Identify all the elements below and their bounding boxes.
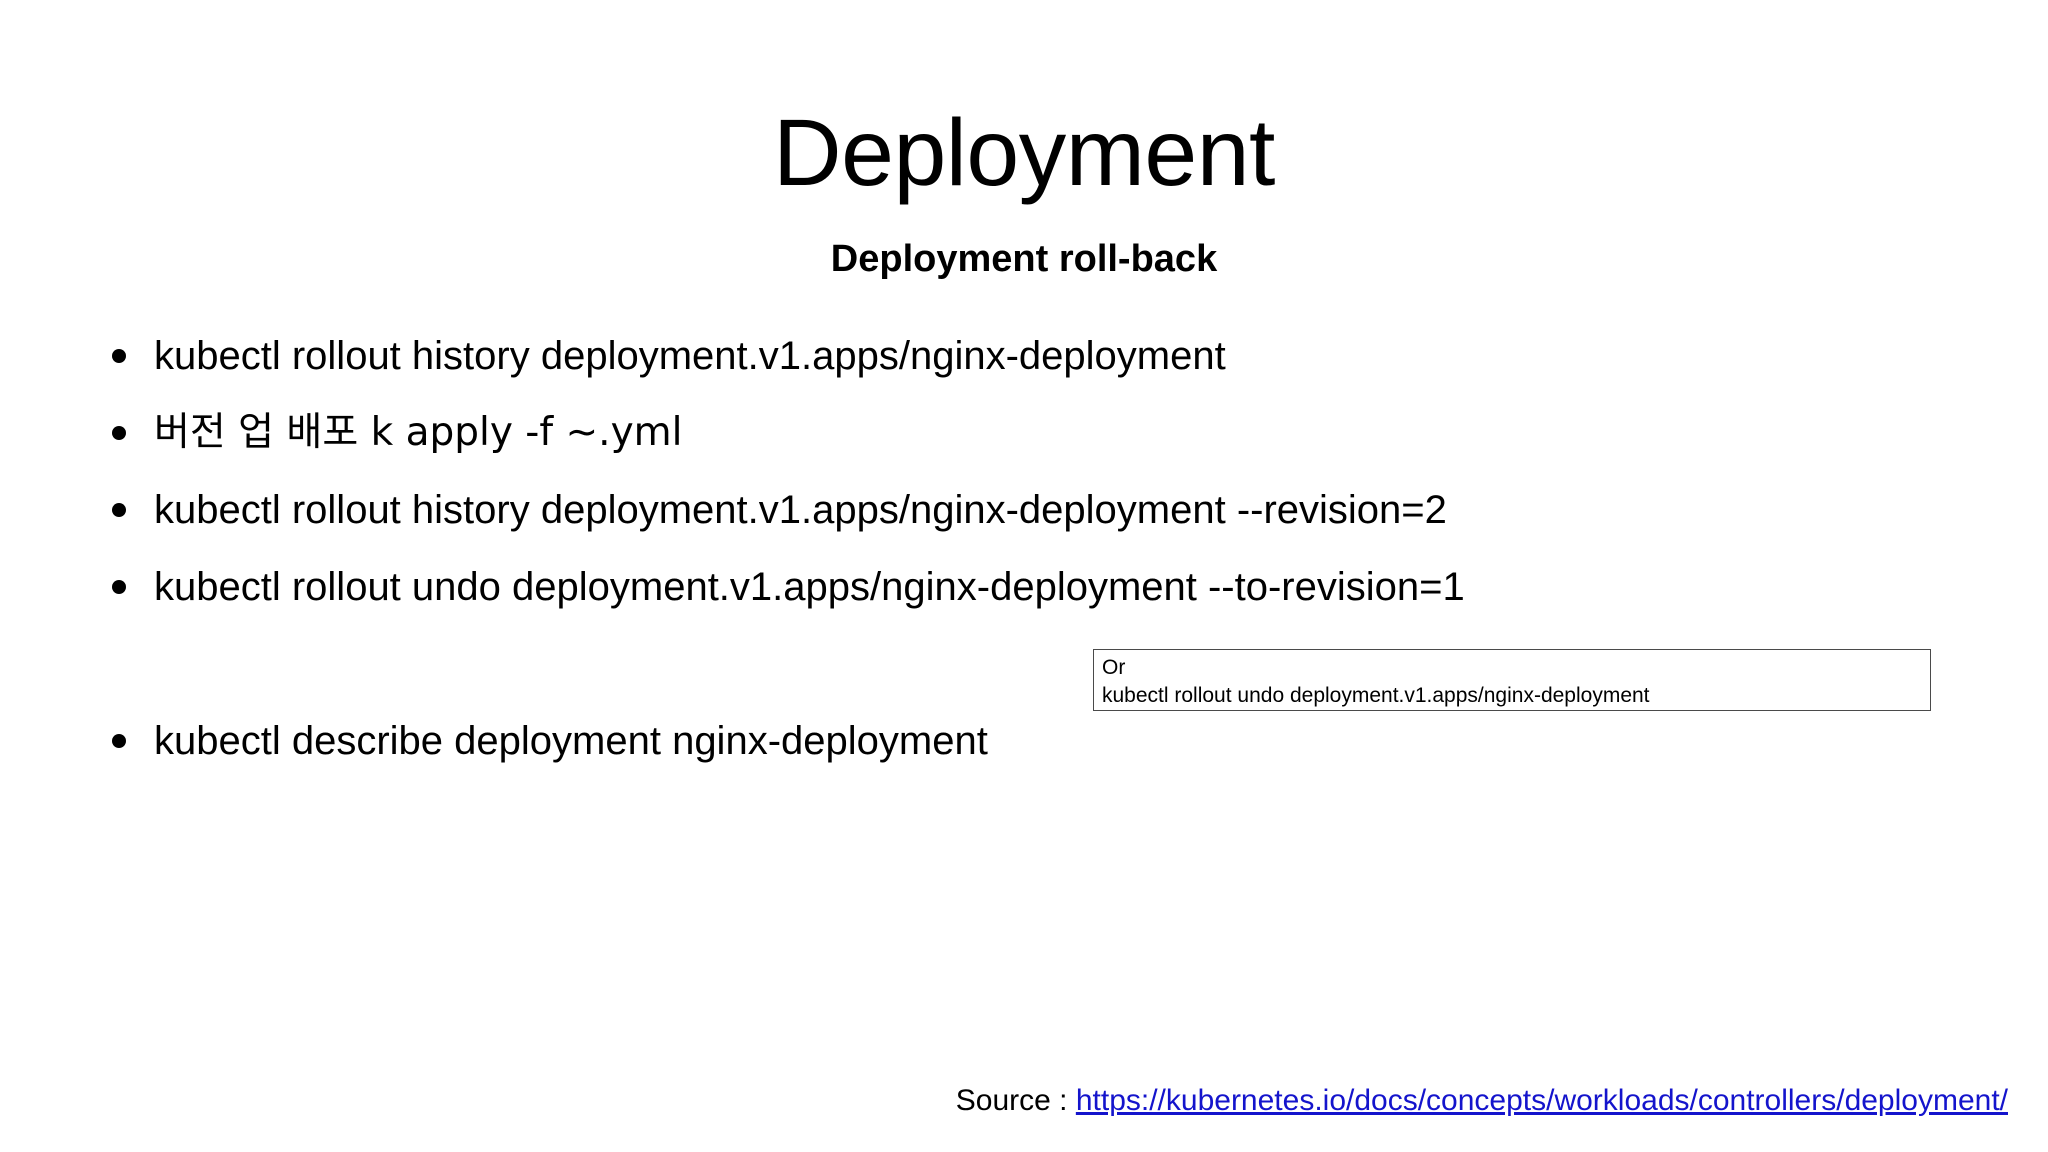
page-title: Deployment bbox=[773, 99, 1275, 206]
list-item-label: kubectl rollout history deployment.v1.ap… bbox=[154, 334, 1226, 378]
callout-box: Or kubectl rollout undo deployment.v1.ap… bbox=[1093, 649, 1931, 711]
list-item: kubectl rollout history deployment.v1.ap… bbox=[108, 330, 1968, 407]
bullet-point-icon bbox=[108, 561, 154, 613]
list-item: kubectl rollout history deployment.v1.ap… bbox=[108, 484, 1968, 561]
bullet-list: kubectl rollout history deployment.v1.ap… bbox=[108, 330, 1968, 792]
list-item-label: 버전 업 배포 k apply -f ~.yml bbox=[154, 410, 683, 455]
source-label: Source : bbox=[955, 1084, 1076, 1117]
list-item-label: kubectl describe deployment nginx-deploy… bbox=[154, 719, 988, 763]
list-item: kubectl rollout undo deployment.v1.apps/… bbox=[108, 561, 1968, 638]
bullet-point-icon bbox=[108, 330, 154, 382]
bullet-point-icon bbox=[108, 715, 154, 767]
source-footer: Source : https://kubernetes.io/docs/conc… bbox=[956, 1082, 2008, 1120]
bullet-point-icon bbox=[108, 484, 154, 536]
list-item: kubectl describe deployment nginx-deploy… bbox=[108, 715, 1968, 792]
list-item: 버전 업 배포 k apply -f ~.yml bbox=[108, 407, 1968, 484]
list-item-label: kubectl rollout undo deployment.v1.apps/… bbox=[154, 565, 1465, 609]
callout-line-or: Or bbox=[1102, 656, 1126, 679]
bullet-point-icon bbox=[108, 407, 154, 459]
callout-line-command: kubectl rollout undo deployment.v1.apps/… bbox=[1102, 684, 1650, 707]
slide-subtitle: Deployment roll-back bbox=[830, 237, 1218, 280]
source-link[interactable]: https://kubernetes.io/docs/concepts/work… bbox=[1075, 1084, 2008, 1117]
list-item-label: kubectl rollout history deployment.v1.ap… bbox=[154, 488, 1447, 532]
